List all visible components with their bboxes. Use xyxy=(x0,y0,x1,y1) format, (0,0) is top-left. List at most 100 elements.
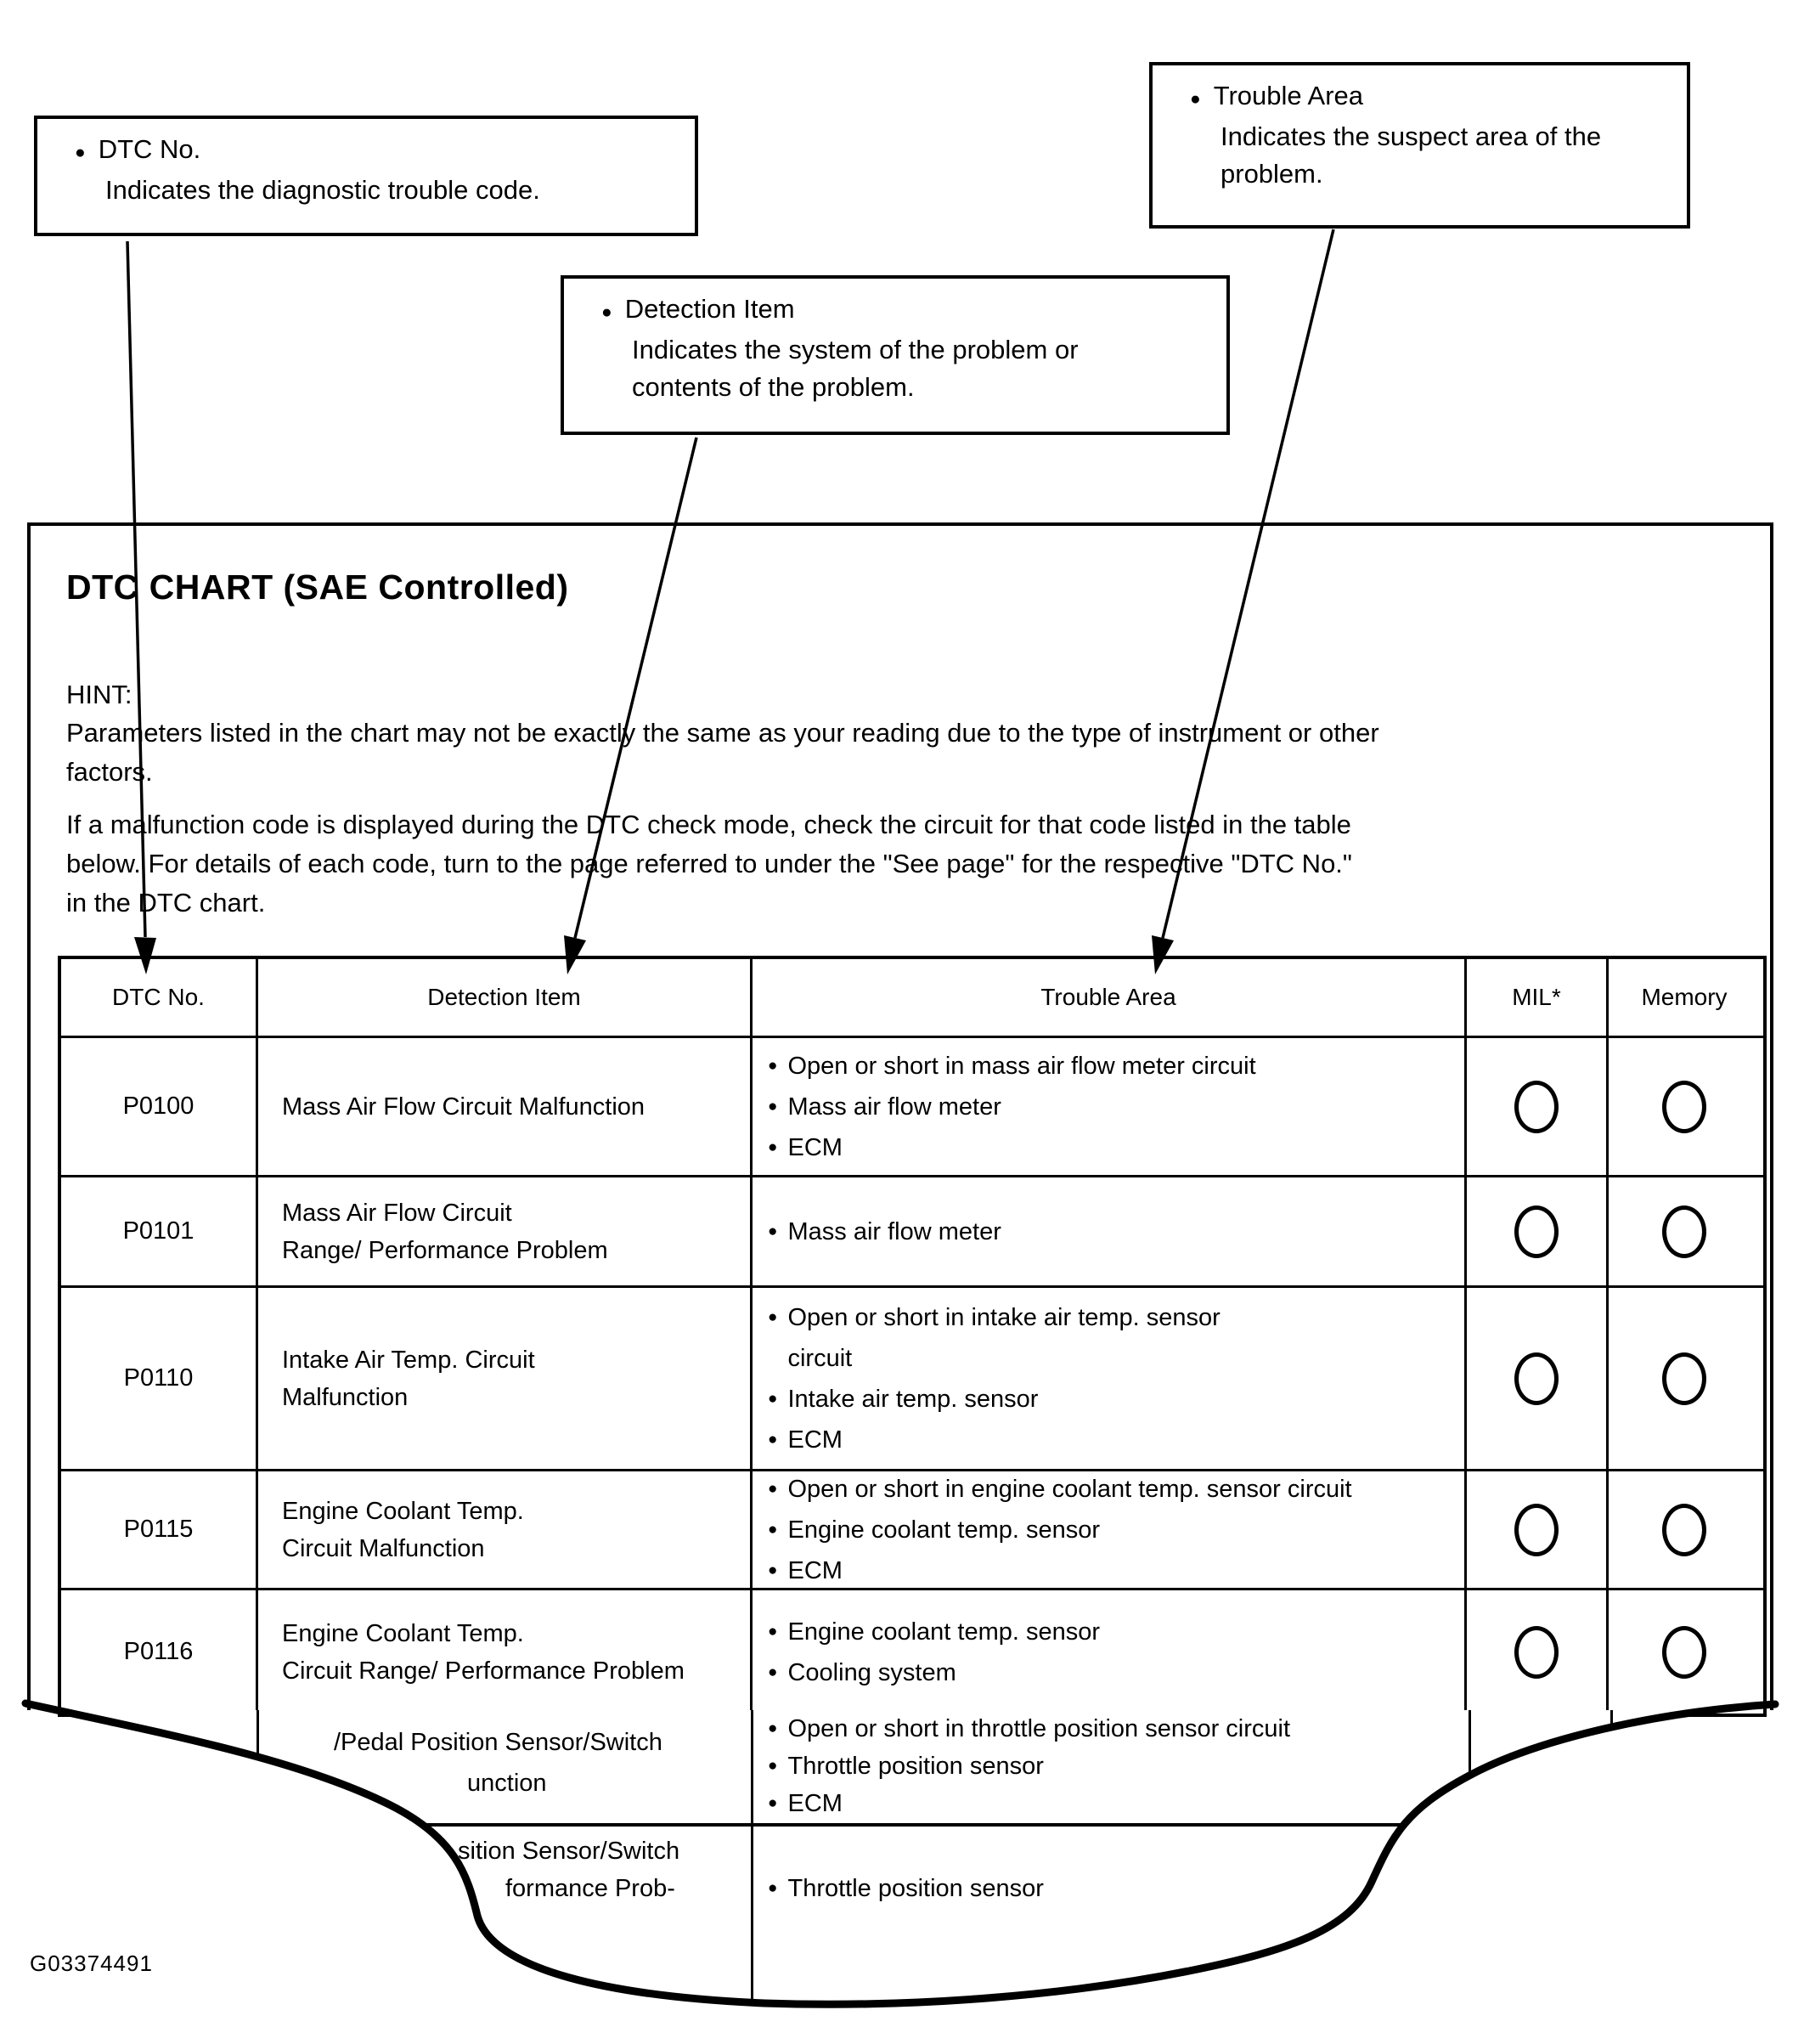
trouble-bullet-line: ● Engine coolant temp. sensor xyxy=(768,1612,1100,1652)
trouble-area-cell: ● Open or short in mass air flow meter ci… xyxy=(753,1038,1467,1175)
callout-title-row: ● DTC No. xyxy=(75,131,679,172)
memory-circle xyxy=(1662,1503,1706,1556)
trouble-bullet-line: ● ECM xyxy=(768,1420,843,1460)
trouble-bullet-text: Throttle position sensor xyxy=(787,1875,1044,1902)
trouble-bullet-line: ● Mass air flow meter xyxy=(768,1211,1001,1252)
memory-circle xyxy=(1662,1625,1706,1679)
mil-cell xyxy=(1467,1288,1609,1469)
callout-trouble-area-desc: Indicates the suspect area of the proble… xyxy=(1221,121,1602,189)
trouble-bullet-line: ●Open or short in engine coolant temp. s… xyxy=(768,1471,1352,1510)
memory-cell xyxy=(1609,1288,1760,1469)
callout-detection-item-title: Detection Item xyxy=(624,294,795,324)
callout-detection-item-desc: Indicates the system of the problem or c… xyxy=(632,335,1079,402)
bullet-icon: ● xyxy=(768,1056,778,1075)
trouble-bullet-text: Mass air flow meter xyxy=(787,1093,1001,1121)
trouble-bullet-text: ECM xyxy=(787,1790,843,1817)
trouble-bullet-text: Intake air temp. sensor xyxy=(787,1385,1039,1413)
table-column-border xyxy=(751,1710,753,2024)
trouble-bullet-text: Mass air flow meter xyxy=(787,1217,1001,1245)
mil-circle xyxy=(1514,1503,1559,1556)
trouble-bullet-line: ● ECM xyxy=(768,1127,843,1168)
table-column-border xyxy=(1610,1710,1613,2024)
bullet-icon: ● xyxy=(768,1794,778,1812)
detection-item-text: Mass Air Flow Circuit Malfunction xyxy=(282,1093,645,1121)
column-header-4: Memory xyxy=(1641,984,1728,1010)
callout-trouble-area: ● Trouble Area Indicates the suspect are… xyxy=(1149,62,1690,229)
trouble-bullet-line: ● ECM xyxy=(768,1788,843,1819)
trouble-bullet-line: ● Engine coolant temp. sensor xyxy=(768,1510,1100,1550)
hint-label: HINT: xyxy=(66,680,132,709)
table-column-border xyxy=(1469,1710,1471,2024)
figure-id: G03374491 xyxy=(30,1951,153,1976)
mil-cell xyxy=(1467,1038,1609,1175)
mil-cell xyxy=(1467,1471,1609,1588)
callout-title-row: ● Trouble Area xyxy=(1190,77,1672,118)
mil-circle xyxy=(1514,1205,1559,1258)
callout-dtc-no-title: DTC No. xyxy=(98,134,201,164)
bullet-icon: ● xyxy=(768,1138,778,1156)
callout-title-row: ● Detection Item xyxy=(601,291,1211,331)
detection-item-cell: Intake Air Temp. Circuit Malfunction xyxy=(258,1288,753,1469)
mil-circle xyxy=(1514,1080,1559,1133)
intro-paragraph: If a malfunction code is displayed durin… xyxy=(66,810,1352,918)
detection-item-cell: Engine Coolant Temp. Circuit Range/ Perf… xyxy=(258,1590,753,1714)
trouble-area-cell: ●Open or short in engine coolant temp. s… xyxy=(753,1471,1467,1588)
bullet-icon: ● xyxy=(1190,89,1201,109)
column-header-1: Detection Item xyxy=(258,959,753,1036)
table-row-P0110: P0110 Intake Air Temp. Circuit Malfunctio… xyxy=(61,1288,1763,1471)
column-header-2: Trouble Area xyxy=(753,959,1467,1036)
detection-item-cell: Engine Coolant Temp. Circuit Malfunction xyxy=(258,1471,753,1588)
memory-cell xyxy=(1609,1177,1760,1285)
trouble-bullet-line: ● Intake air temp. sensor xyxy=(768,1379,1038,1420)
hint-paragraph: Parameters listed in the chart may not b… xyxy=(66,718,1379,787)
bullet-icon: ● xyxy=(768,1389,778,1408)
bullet-icon: ● xyxy=(768,1622,778,1640)
trouble-bullet-line: ● Throttle position sensor xyxy=(768,1873,1044,1904)
trouble-bullet-text: Engine coolant temp. sensor xyxy=(787,1618,1101,1646)
mil-cell xyxy=(1467,1590,1609,1714)
trouble-bullet-text: Engine coolant temp. sensor xyxy=(787,1516,1101,1544)
bullet-icon: ● xyxy=(768,1307,778,1326)
callout-dtc-no: ● DTC No. Indicates the diagnostic troub… xyxy=(34,116,698,236)
trouble-bullet-line: ● Cooling system xyxy=(768,1652,956,1693)
mil-circle xyxy=(1514,1625,1559,1679)
bullet-icon: ● xyxy=(768,1879,778,1897)
bullet-icon: ● xyxy=(768,1222,778,1240)
memory-cell xyxy=(1609,1471,1760,1588)
table-row-border xyxy=(58,1823,1767,1827)
detection-item-text: Engine Coolant Temp. Circuit Range/ Perf… xyxy=(282,1619,685,1685)
dtc-code-cell: P0101 xyxy=(61,1177,258,1285)
trouble-bullet-text: ECM xyxy=(787,1133,843,1161)
dtc-code-cell: P0100 xyxy=(61,1038,258,1175)
detection-item-fragment: formance Prob- xyxy=(505,1875,675,1902)
trouble-area-cell: ●Open or short in intake air temp. senso… xyxy=(753,1288,1467,1469)
trouble-area-cell: ● Engine coolant temp. sensor ● Cooling sys… xyxy=(753,1590,1467,1714)
bullet-icon: ● xyxy=(768,1719,778,1737)
bullet-icon: ● xyxy=(768,1663,778,1681)
mil-circle xyxy=(1514,1352,1559,1405)
trouble-bullet-line: ● Mass air flow meter xyxy=(768,1087,1001,1127)
callout-trouble-area-title: Trouble Area xyxy=(1213,81,1364,110)
memory-cell xyxy=(1609,1038,1760,1175)
trouble-bullet-line: ●ECM xyxy=(768,1550,843,1589)
bullet-icon: ● xyxy=(768,1479,778,1498)
callout-dtc-no-desc: Indicates the diagnostic trouble code. xyxy=(105,175,540,205)
memory-circle xyxy=(1662,1205,1706,1258)
trouble-area-cell: ● Mass air flow meter xyxy=(753,1177,1467,1285)
bullet-icon: ● xyxy=(768,1430,778,1448)
bullet-icon: ● xyxy=(768,1520,778,1539)
detection-item-text: Engine Coolant Temp. Circuit Malfunction xyxy=(282,1497,524,1562)
bullet-icon: ● xyxy=(768,1097,778,1115)
detection-item-text: Intake Air Temp. Circuit Malfunction xyxy=(282,1346,535,1411)
bullet-icon: ● xyxy=(768,1757,778,1775)
dtc-code-cell: P0110 xyxy=(61,1288,258,1469)
trouble-bullet-text: Open or short in mass air flow meter cir… xyxy=(787,1052,1256,1080)
bullet-icon: ● xyxy=(768,1561,778,1579)
trouble-bullet-text: ECM xyxy=(787,1426,843,1454)
dtc-code-cell: P0115 xyxy=(61,1471,258,1588)
trouble-bullet-text: Cooling system xyxy=(787,1658,956,1686)
trouble-bullet-text: Open or short in throttle position senso… xyxy=(787,1715,1291,1742)
